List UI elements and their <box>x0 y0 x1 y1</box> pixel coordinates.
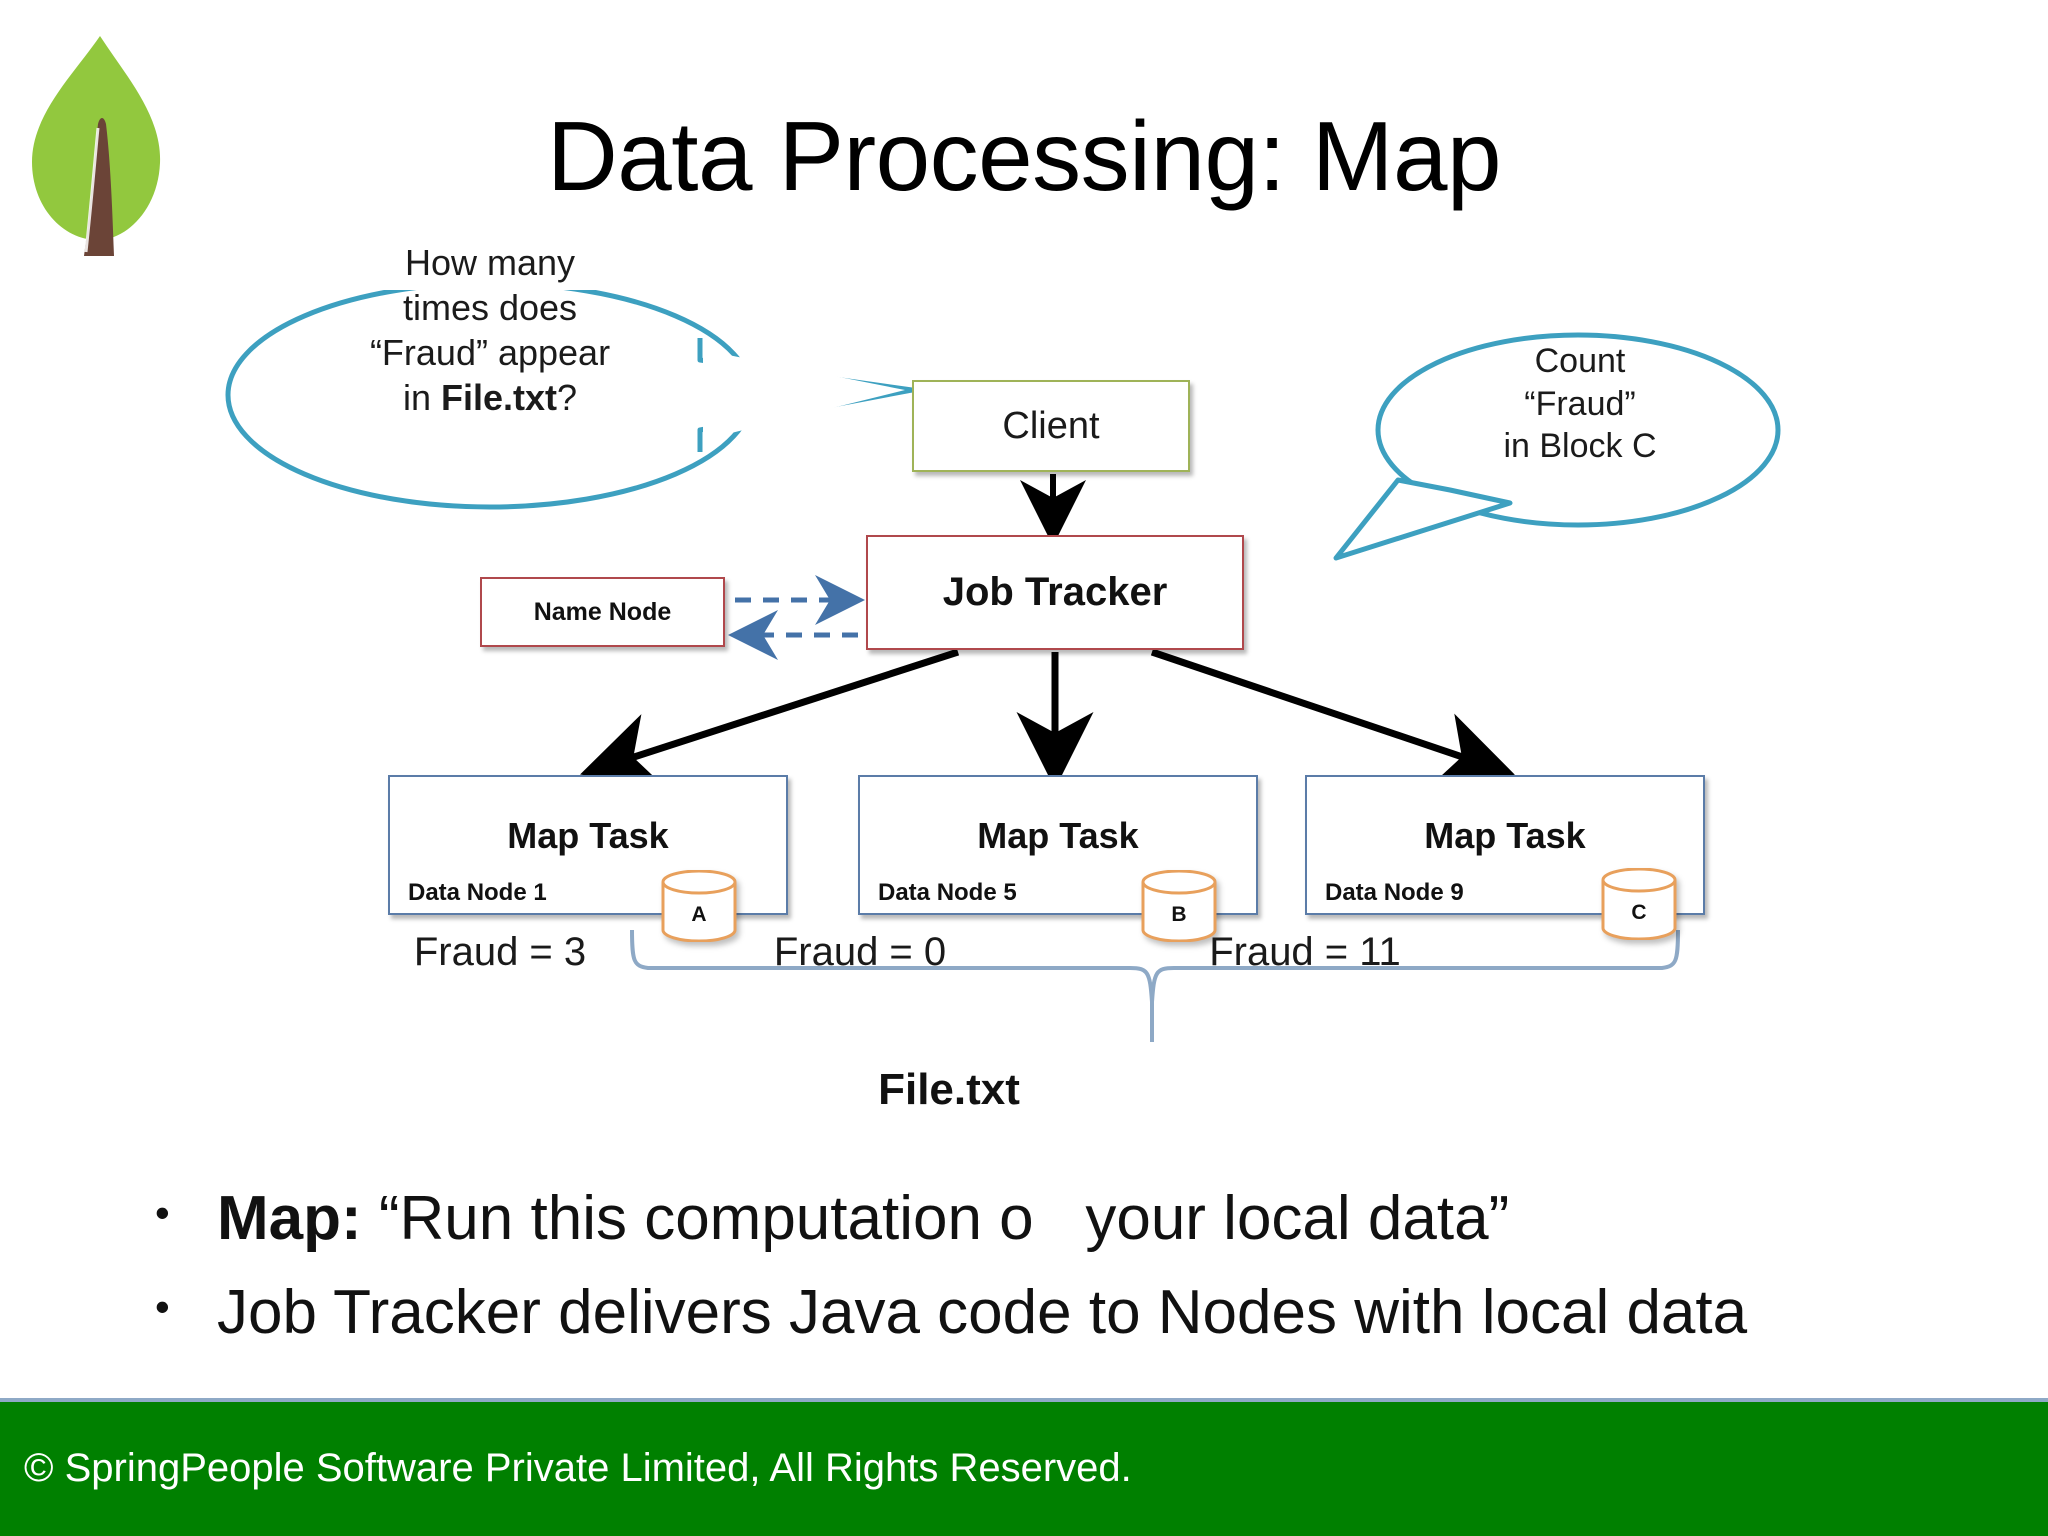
bubble-right-line-1: Count <box>1534 342 1626 380</box>
data-block-cylinder-b: B <box>1140 870 1218 942</box>
bubble-right-line-3: in Block C <box>1503 427 1657 465</box>
bubble-left-line-2: times does <box>402 287 578 328</box>
bullet-marker-1: • <box>155 1189 170 1236</box>
bullet-lead-1: Map: <box>217 1184 362 1253</box>
bullet-item-map: • Map: “Run this computation o your loca… <box>155 1180 2015 1258</box>
footer-bar: © SpringPeople Software Private Limited,… <box>0 1402 2048 1536</box>
page-title: Data Processing: Map <box>546 101 1502 211</box>
diagram-connectors <box>225 290 1781 1042</box>
springpeople-leaf-logo <box>22 28 172 258</box>
job-tracker-label: Job Tracker <box>942 570 1168 614</box>
map-task-title-2: Map Task <box>977 815 1139 856</box>
data-block-cylinder-a: A <box>660 870 738 942</box>
job-tracker-box[interactable]: Job Tracker <box>866 535 1244 650</box>
bubble-left-line-4-suffix: ? <box>557 377 578 418</box>
map-task-datanode-1: Data Node 1 <box>408 879 547 906</box>
map-task-title-1: Map Task <box>507 815 669 856</box>
client-box[interactable]: Client <box>912 380 1190 472</box>
bubble-left-line-1: How many <box>404 242 576 283</box>
fraud-count-1: Fraud = 3 <box>413 930 587 974</box>
brace-label-filetxt: File.txt <box>0 1065 2048 1115</box>
bubble-left-line-3: “Fraud” appear <box>369 332 611 373</box>
map-task-title-3: Map Task <box>1424 815 1586 856</box>
data-block-label-c: C <box>1631 901 1647 924</box>
bubble-left-filename: File.txt <box>440 377 557 418</box>
bubble-left-line-4: in File.txt? <box>290 375 690 420</box>
hadoop-map-diagram: How many times does “Fraud” appear in Fi… <box>0 242 2048 1190</box>
map-task-datanode-3: Data Node 9 <box>1325 879 1464 906</box>
bullet-marker-2: • <box>155 1282 170 1330</box>
speech-bubble-right-text: Count “Fraud” in Block C <box>1420 340 1740 468</box>
data-block-label-a: A <box>691 903 707 926</box>
copyright-text: © SpringPeople Software Private Limited,… <box>24 1446 1132 1490</box>
bullet-text-2: Job Tracker delivers Java code to Nodes … <box>217 1277 1748 1347</box>
bullet-text-1: Map: “Run this computation o your local … <box>217 1180 1509 1258</box>
bullet-list: • Map: “Run this computation o your loca… <box>155 1180 2015 1367</box>
client-label: Client <box>1002 404 1100 447</box>
bullet-item-jobtracker: • Job Tracker delivers Java code to Node… <box>155 1274 2015 1352</box>
speech-bubble-left-text: How many times does “Fraud” appear in Fi… <box>290 240 690 420</box>
data-block-label-b: B <box>1171 903 1187 926</box>
footer-divider <box>0 1398 2048 1402</box>
bubble-left-line-4-prefix: in <box>402 377 441 418</box>
map-task-datanode-2: Data Node 5 <box>878 879 1017 906</box>
data-block-cylinder-c: C <box>1600 868 1678 940</box>
brace-label-text: File.txt <box>878 1065 1020 1114</box>
name-node-box[interactable]: Name Node <box>480 577 725 647</box>
fraud-count-2: Fraud = 0 <box>773 930 947 974</box>
name-node-label: Name Node <box>533 597 672 626</box>
bullet-body-1: “Run this computation o your local data” <box>361 1184 1510 1253</box>
fraud-count-3: Fraud = 11 <box>1209 930 1401 974</box>
bubble-right-line-2: “Fraud” <box>1524 384 1636 423</box>
